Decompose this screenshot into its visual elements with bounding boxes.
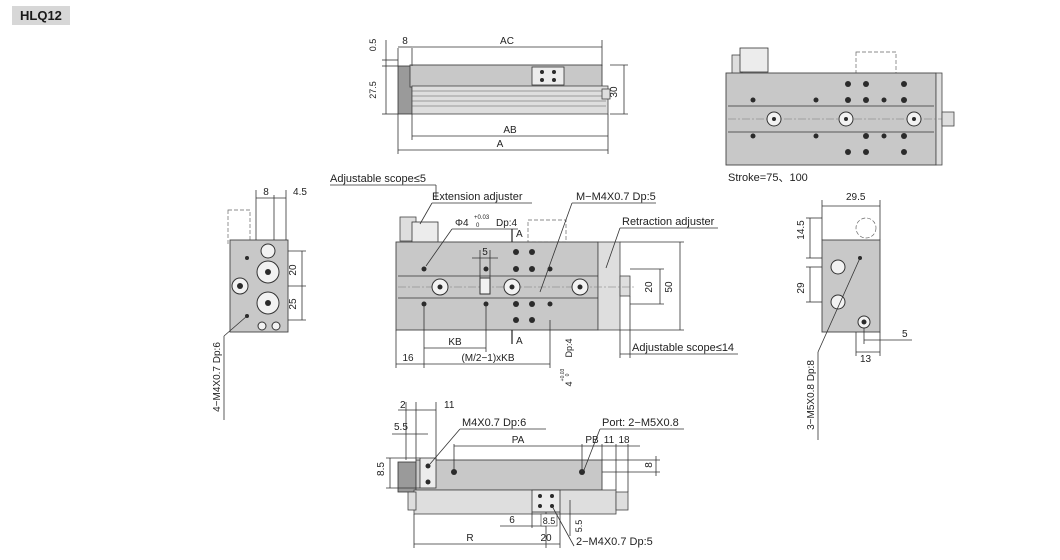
dim-r: R bbox=[466, 533, 473, 544]
dim-20: 20 bbox=[644, 281, 655, 293]
left-end-view: 8 4.5 20 25 4−M4X0.7 Dp:6 bbox=[212, 187, 307, 420]
hole-dp-label: Dp:4 bbox=[564, 338, 574, 357]
top-hole bbox=[552, 78, 556, 82]
top-hole bbox=[540, 70, 544, 74]
dim-0-5: 0.5 bbox=[368, 39, 378, 52]
dim-30: 30 bbox=[609, 86, 620, 98]
hole-tol-zero: 0 bbox=[565, 373, 571, 376]
dim-a: A bbox=[497, 139, 504, 150]
dim-8: 8 bbox=[263, 187, 269, 198]
m-tap-label: M−M4X0.7 Dp:5 bbox=[576, 191, 656, 203]
dim-29-5: 29.5 bbox=[846, 192, 866, 203]
front-body bbox=[395, 241, 599, 331]
dim-6: 6 bbox=[509, 515, 515, 526]
bottom-table bbox=[415, 459, 603, 491]
dim-8: 8 bbox=[644, 462, 655, 468]
dim-m-kb: (M/2−1)xKB bbox=[461, 353, 514, 364]
phi-tol-zero: 0 bbox=[476, 223, 480, 229]
m4-bottom-label: 2−M4X0.7 Dp:5 bbox=[576, 536, 653, 548]
right-end-view: 29.5 14.5 29 5 13 3−M5X0.8 Dp:8 bbox=[796, 192, 912, 440]
dim-4-5: 4.5 bbox=[293, 187, 307, 198]
section-a-top: A bbox=[516, 229, 523, 240]
dim-14-5: 14.5 bbox=[796, 220, 807, 240]
dim-2: 2 bbox=[400, 400, 406, 411]
top-right-stub bbox=[601, 88, 611, 100]
dim-5: 5 bbox=[902, 329, 908, 340]
dim-27-5: 27.5 bbox=[368, 81, 378, 99]
dashed-adjuster-outline bbox=[855, 51, 897, 75]
dim-8-5: 8.5 bbox=[376, 462, 387, 476]
hole-tol-plus: +0.03 bbox=[560, 368, 566, 381]
port-label: Port: 2−M5X0.8 bbox=[602, 417, 679, 429]
dim-8-5b: 8.5 bbox=[543, 516, 556, 526]
model-label: HLQ12 bbox=[12, 6, 70, 25]
dim-29: 29 bbox=[796, 282, 807, 294]
dim-5: 5 bbox=[482, 247, 488, 258]
dim-5-5b: 5.5 bbox=[574, 520, 584, 533]
top-view: 8 AC 0.5 27.5 30 AB A bbox=[368, 36, 628, 154]
bottom-body bbox=[413, 489, 617, 515]
dim-ab: AB bbox=[503, 125, 517, 136]
dim-ac: AC bbox=[500, 36, 514, 47]
top-adjuster-block bbox=[531, 66, 565, 86]
dim-16: 16 bbox=[402, 353, 414, 364]
dim-25: 25 bbox=[288, 298, 299, 310]
right-end-body bbox=[821, 239, 881, 333]
bottom-view: 2 11 5.5 M4X0.7 Dp:6 Port: 2−M5X0.8 PA P… bbox=[376, 400, 684, 548]
dim-11b: 11 bbox=[604, 435, 615, 446]
phi-tol-plus: +0.03 bbox=[474, 215, 490, 221]
dim-20: 20 bbox=[540, 533, 552, 544]
dim-8: 8 bbox=[402, 36, 408, 47]
top-hole bbox=[540, 78, 544, 82]
dim-pa: PA bbox=[512, 435, 525, 446]
dim-50: 50 bbox=[664, 281, 675, 293]
side-view-right: Stroke=75、100 bbox=[725, 47, 955, 184]
section-a-bottom: A bbox=[516, 336, 523, 347]
phi-label: Φ4 bbox=[455, 218, 469, 229]
dim-13: 13 bbox=[860, 354, 872, 365]
front-view: Adjustable scope≤5 Extension adjuster Φ4… bbox=[330, 173, 738, 387]
m4-label: M4X0.7 Dp:6 bbox=[462, 417, 526, 429]
top-table bbox=[409, 64, 603, 88]
stroke-label: Stroke=75、100 bbox=[728, 172, 808, 184]
phi-dp: Dp:4 bbox=[496, 218, 518, 229]
adj-scope-5-label: Adjustable scope≤5 bbox=[330, 173, 426, 185]
top-hole bbox=[552, 70, 556, 74]
dim-pb: PB bbox=[585, 435, 599, 446]
tap-label: 4−M4X0.7 Dp:6 bbox=[212, 342, 223, 412]
dim-20: 20 bbox=[288, 264, 299, 276]
dim-18: 18 bbox=[618, 435, 630, 446]
dim-kb: KB bbox=[448, 337, 462, 348]
tap-label: 3−M5X0.8 Dp:8 bbox=[806, 360, 817, 430]
adj-scope-14-label: Adjustable scope≤14 bbox=[632, 342, 734, 354]
retraction-adjuster-label: Retraction adjuster bbox=[622, 216, 715, 228]
hole-4-label: 4 bbox=[564, 381, 574, 386]
dim-5-5: 5.5 bbox=[394, 422, 408, 433]
ext-adjuster-label: Extension adjuster bbox=[432, 191, 523, 203]
top-body bbox=[411, 85, 609, 115]
dim-11a: 11 bbox=[444, 400, 455, 411]
